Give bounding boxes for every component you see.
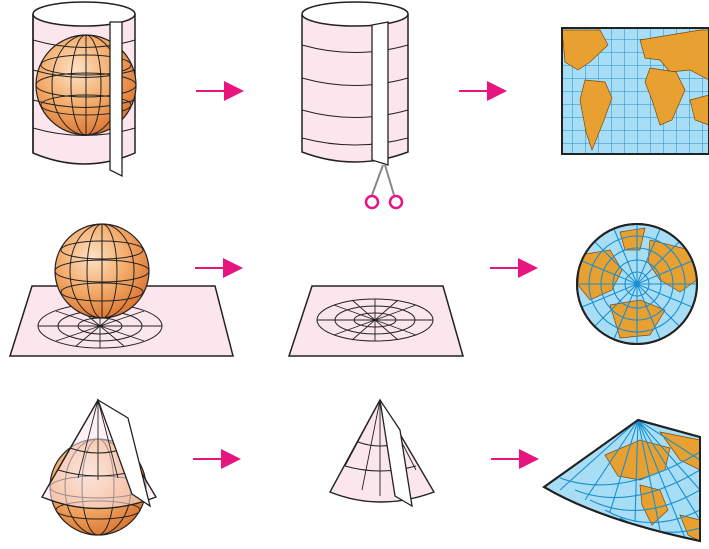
cut-cone xyxy=(330,400,434,506)
circular-polar-map xyxy=(577,224,697,344)
globe-on-plane xyxy=(10,224,233,356)
rectangular-world-map xyxy=(562,28,709,154)
globe xyxy=(55,224,149,318)
plane-grid xyxy=(289,286,463,356)
globe-in-cylinder xyxy=(33,2,136,176)
fan-shaped-map xyxy=(544,420,700,541)
scissors-icon xyxy=(366,165,402,208)
cut-cylinder xyxy=(302,2,408,208)
globe-in-cone xyxy=(42,400,156,535)
